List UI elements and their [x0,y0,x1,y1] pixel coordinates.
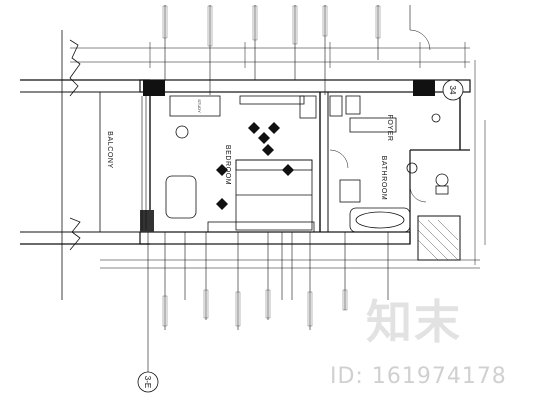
room-label-foyer: FOYER [386,114,393,141]
grid-marker-bottom-label: 3-E [143,376,152,388]
column-top-right [413,80,435,96]
column-bottom-left [140,210,154,232]
grid-marker-bottom [137,371,159,393]
top-leader-lines [164,5,411,95]
grid-marker-right-label: 34 [448,86,457,95]
top-leader-labels [162,5,381,47]
armchair [165,175,197,219]
wardrobe [207,221,315,233]
building-walls [20,79,471,245]
watermark-id: ID: 161974178 [330,364,507,389]
room-label-bedroom: BEDROOM [224,145,231,185]
hatch-pattern [417,219,459,261]
bed [235,159,313,231]
bottom-leader-lines [147,232,389,372]
grid-marker-right [442,79,464,101]
room-label-balcony: BALCONY [106,131,113,169]
study-desk [169,95,317,139]
bathroom-fixtures [329,95,449,233]
room-label-study: STUDY [197,99,202,113]
balcony-edge [61,30,101,300]
watermark-logo: 知末 [366,295,462,349]
window [141,96,147,230]
dimension-lines [70,42,486,269]
door-swings [329,29,431,203]
column-top-left [143,80,165,96]
bottom-leader-labels [162,289,348,327]
light-fixtures [216,122,294,210]
room-label-bathroom: BATHROOM [380,156,387,201]
shaft [417,215,461,261]
